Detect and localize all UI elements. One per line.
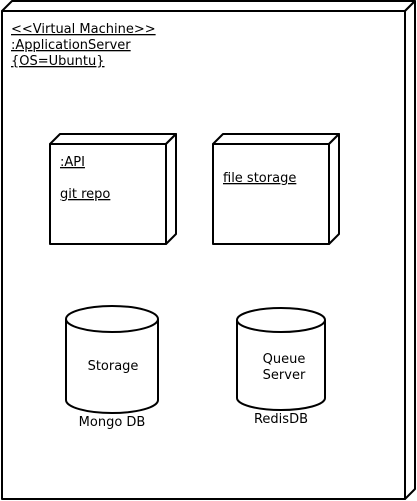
mongo-db-caption: Mongo DB <box>79 415 146 430</box>
file-storage-node-top-face <box>212 133 340 145</box>
api-node-artifact: git repo <box>60 187 110 202</box>
vm-property: {OS=Ubuntu} <box>11 54 105 69</box>
file-storage-node-name: file storage <box>223 171 296 186</box>
file-storage-node[interactable]: file storage <box>212 133 340 245</box>
vm-name: :ApplicationServer <box>11 38 131 53</box>
api-node-front-face <box>49 143 167 245</box>
file-storage-node-front-face <box>212 143 330 245</box>
api-node-side-face <box>165 133 177 245</box>
redis-db-cylinder-body <box>236 320 326 411</box>
vm-node-front-face <box>1 10 406 500</box>
redis-db-cylinder-top <box>236 307 326 333</box>
mongo-db-label: Storage <box>88 359 139 374</box>
vm-node-top-face <box>1 0 416 12</box>
api-node[interactable]: :API git repo <box>49 133 177 245</box>
redis-db-label-line-2: Server <box>263 368 306 383</box>
mongo-db-cylinder-body <box>65 319 159 414</box>
mongo-db-cylinder[interactable]: Storage Mongo DB <box>65 305 159 430</box>
redis-db-label-line-1: Queue <box>263 352 306 367</box>
file-storage-node-side-face <box>328 133 340 245</box>
redis-db-caption: RedisDB <box>254 412 308 427</box>
api-node-name: :API <box>60 155 85 170</box>
vm-node-side-face <box>404 0 416 500</box>
redis-db-cylinder[interactable]: Queue Server RedisDB <box>236 307 326 427</box>
mongo-db-cylinder-top <box>65 305 159 333</box>
vm-stereotype: <<Virtual Machine>> <box>11 22 156 37</box>
api-node-top-face <box>49 133 177 145</box>
